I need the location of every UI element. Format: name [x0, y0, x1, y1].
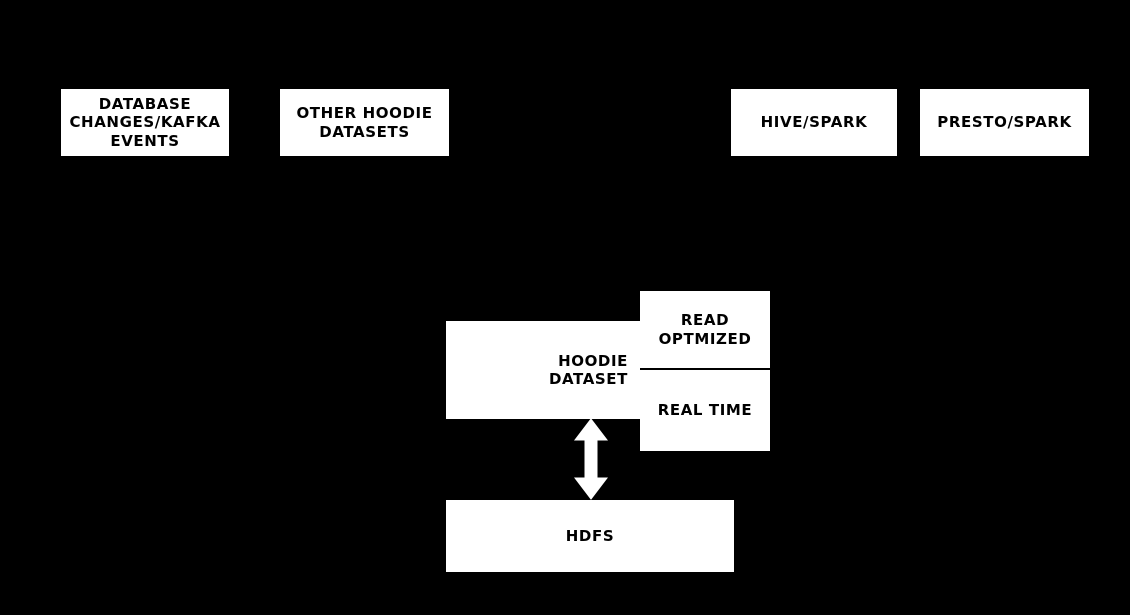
node-hoodie-dataset: HOODIE DATASET	[446, 321, 640, 419]
node-hdfs: HDFS	[446, 500, 734, 572]
node-read-optimized-view: READ OPTMIZED	[640, 291, 770, 370]
double-headed-arrow-icon	[573, 418, 609, 500]
node-presto-spark: PRESTO/SPARK	[920, 89, 1089, 156]
node-database-changes-kafka-events: DATABASE CHANGES/KAFKA EVENTS	[61, 89, 229, 156]
node-hive-spark: HIVE/SPARK	[731, 89, 897, 156]
node-real-time-view: REAL TIME	[640, 370, 770, 451]
node-other-hoodie-datasets: OTHER HOODIE DATASETS	[280, 89, 449, 156]
